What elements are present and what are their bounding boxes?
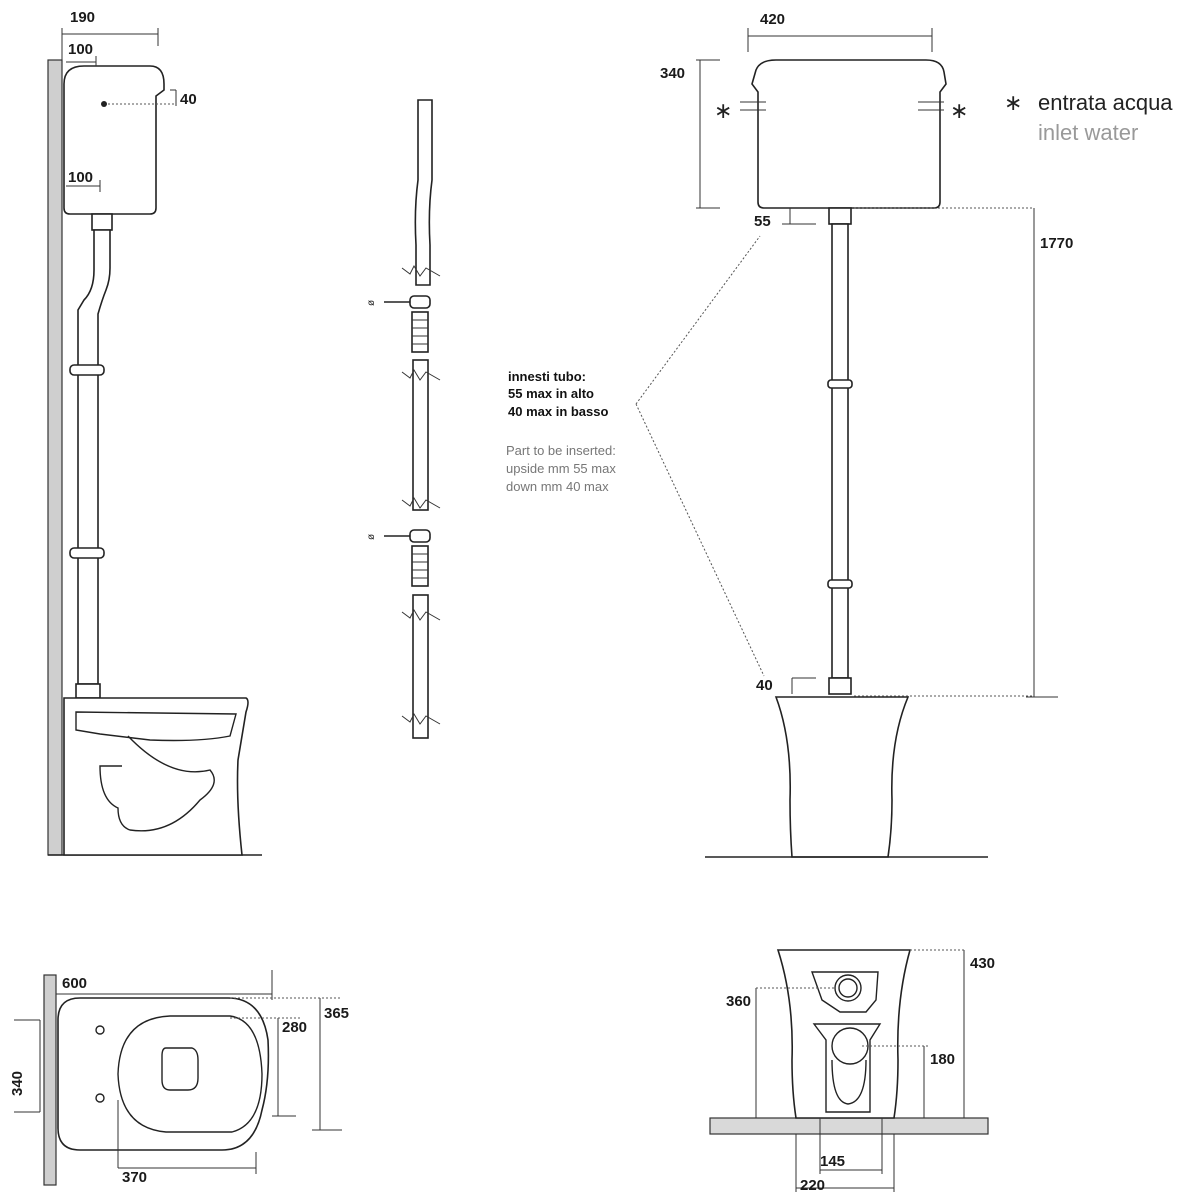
dim-seat-width: 280 — [282, 1019, 307, 1036]
note-it-line2: 55 max in alto — [508, 386, 594, 401]
dim-inlet-height-rear: 360 — [726, 993, 751, 1010]
pipe-top-coupling — [91, 213, 113, 231]
pipe-section-middle — [412, 359, 429, 511]
inlet-marks — [740, 101, 944, 111]
note-en-line1: Part to be inserted: — [506, 443, 616, 458]
seat-opening — [161, 1047, 199, 1091]
pipe-section-lower — [412, 594, 429, 739]
dim-fixing-span: 340 — [9, 1071, 26, 1096]
inlet-symbol-left: ∗ — [714, 98, 732, 123]
note-en-line3: down mm 40 max — [506, 479, 609, 494]
rear-view: 430 360 180 145 220 — [709, 949, 995, 1194]
wall — [47, 59, 63, 856]
side-view: 190 100 40 100 — [47, 9, 262, 856]
cistern-side — [63, 65, 165, 215]
dim-length: 600 — [62, 975, 87, 992]
pipe-top-coupling-front — [828, 207, 852, 225]
dim-insert-top: 55 — [754, 213, 771, 230]
rear-recess-upper — [811, 971, 879, 1013]
dim-outlet-height: 180 — [930, 1051, 955, 1068]
pipe-bottom-coupling — [75, 683, 101, 699]
note-it-line1: innesti tubo: — [508, 369, 586, 384]
trap-outline — [99, 735, 215, 832]
dim-cistern-height: 340 — [660, 65, 685, 82]
dim-cistern-depth: 190 — [70, 9, 95, 26]
dim-top-offset: 100 — [68, 41, 93, 58]
dim-height: 430 — [970, 955, 995, 972]
inlet-point — [101, 101, 107, 107]
fixing-hole-upper — [95, 1025, 105, 1035]
legend-italian: entrata acqua — [1038, 90, 1173, 115]
pipe-section-bent — [414, 99, 433, 286]
cistern-front — [751, 59, 947, 209]
pipe-bottom-coupling-front — [828, 677, 852, 695]
bowl-front — [774, 696, 910, 858]
insertion-note: innesti tubo: 55 max in alto 40 max in b… — [506, 235, 765, 677]
bowl-rim — [75, 711, 237, 742]
outlet-channel — [831, 1059, 867, 1105]
inlet-hole — [834, 974, 862, 1002]
pipe-bracket-lower — [69, 547, 105, 559]
note-it-line3: 40 max in basso — [508, 404, 608, 419]
pipe-bracket-front-upper — [827, 379, 853, 389]
dim-cistern-width: 420 — [760, 11, 785, 28]
legend-english: inlet water — [1038, 120, 1138, 145]
dim-total-height: 1770 — [1040, 235, 1073, 252]
dim-rear-to-fix: 370 — [122, 1169, 147, 1186]
flush-pipe-front — [831, 223, 849, 679]
floor-slab — [709, 1117, 989, 1135]
dim-inlet-height: 40 — [180, 91, 197, 108]
pipe-bracket-front-lower — [827, 579, 853, 589]
note-en-line2: upside mm 55 max — [506, 461, 616, 476]
bowl-plan — [57, 997, 270, 1151]
connector-lower: ø — [366, 529, 431, 587]
connector-upper: ø — [366, 295, 431, 353]
pipe-bracket-upper — [69, 364, 105, 376]
clip-label-lower: ø — [366, 534, 377, 540]
inlet-hole-inner — [838, 978, 858, 998]
front-view: ∗ ∗ 420 340 55 1770 40 — [660, 11, 1073, 858]
plan-view: 600 280 365 340 370 — [9, 970, 349, 1186]
wall-plan — [43, 974, 57, 1186]
pipe-kit: ø ø — [366, 99, 441, 739]
seat-plan — [117, 1015, 263, 1133]
dim-bottom-offset: 100 — [68, 169, 93, 186]
clip-label-upper: ø — [366, 300, 377, 306]
bowl-side — [63, 697, 249, 856]
dim-outlet-width: 145 — [820, 1153, 845, 1170]
legend-symbol: ∗ — [1004, 90, 1022, 115]
leader-lines — [635, 235, 765, 677]
rear-recess-lower — [812, 1023, 882, 1113]
dim-base-width: 220 — [800, 1177, 825, 1194]
dim-insert-bottom: 40 — [756, 677, 773, 694]
fixing-hole-lower — [95, 1093, 105, 1103]
dim-bowl-width: 365 — [324, 1005, 349, 1022]
inlet-legend: ∗ entrata acqua inlet water — [1004, 90, 1173, 145]
inlet-symbol-right: ∗ — [950, 98, 968, 123]
flush-pipe-side — [77, 229, 111, 685]
